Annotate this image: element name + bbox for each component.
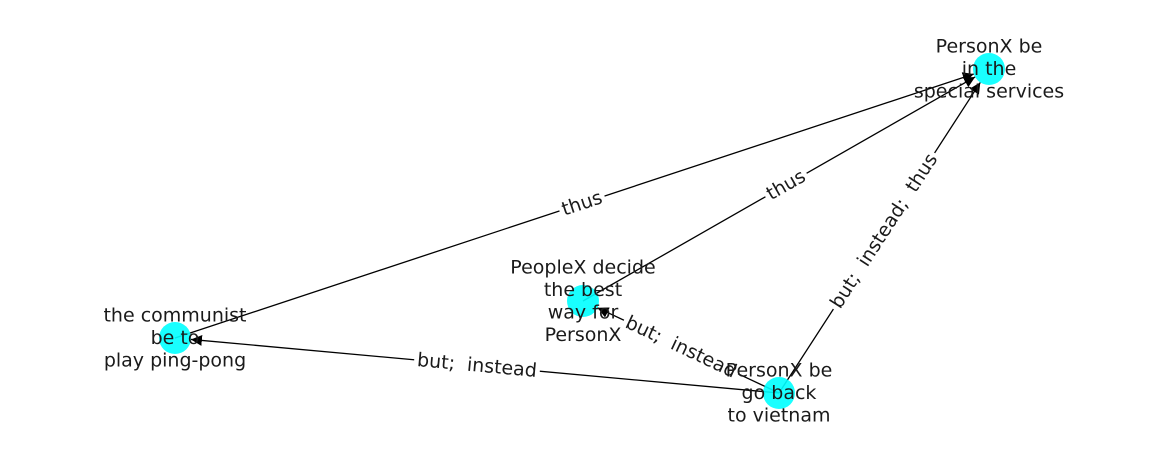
edge-label-group: thus bbox=[555, 184, 609, 223]
node-label-line: be to bbox=[151, 327, 200, 349]
node-label-line: PersonX bbox=[545, 324, 622, 346]
node-vietnam bbox=[763, 377, 795, 409]
node-label-line: in the bbox=[962, 58, 1017, 80]
edge-label: but; instead; thus bbox=[826, 149, 942, 312]
node-label-line: the communist bbox=[103, 305, 246, 327]
edge-label-group: but; instead; thus bbox=[823, 146, 945, 316]
node-communist bbox=[159, 322, 191, 354]
edge-label-background bbox=[413, 347, 541, 384]
node-special_services bbox=[973, 53, 1005, 85]
node-label-line: PersonX be bbox=[726, 360, 833, 382]
node-label-line: PersonX be bbox=[936, 36, 1043, 58]
node-peoplex_decide bbox=[567, 285, 599, 317]
node-label-line: way for bbox=[548, 301, 619, 323]
node-label-line: go back bbox=[742, 382, 817, 404]
edge-label: but; instead bbox=[622, 312, 740, 383]
node-label-line: play ping-pong bbox=[104, 350, 246, 372]
edge-label-group: but; instead bbox=[413, 347, 541, 384]
node-label-line: to vietnam bbox=[728, 405, 831, 427]
edge-label-background bbox=[823, 146, 945, 316]
edge-label-group: thus bbox=[759, 162, 813, 208]
node-label-line: the best bbox=[544, 279, 622, 301]
edge-label-background bbox=[555, 184, 609, 223]
edge-label-background bbox=[618, 309, 744, 385]
node-label-line: PeopleX decide bbox=[510, 256, 655, 278]
edge-label-group: but; instead bbox=[618, 309, 744, 385]
node-label-line: special services bbox=[914, 81, 1064, 103]
nodes-layer bbox=[159, 53, 1005, 409]
edge-label-background bbox=[759, 162, 813, 208]
